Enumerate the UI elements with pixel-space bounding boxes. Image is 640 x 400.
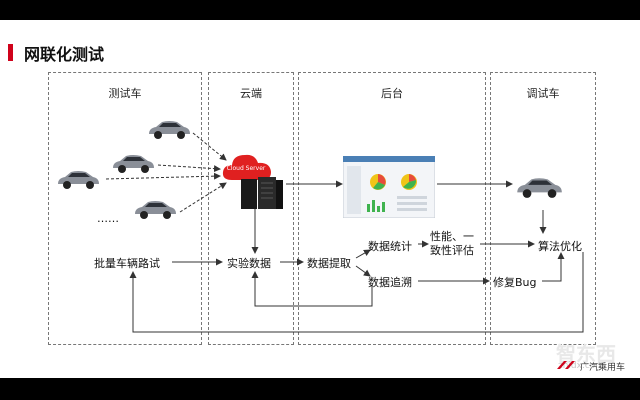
arrow-algorithm-batch-loop [129,252,584,333]
dashboard-screenshot [343,156,435,218]
node-performance-eval-line2: 致性评估 [430,244,474,257]
server-icon [241,177,283,209]
panel-title-tuning-car: 调试车 [526,87,560,100]
panel-title-cloud: 云端 [240,87,262,100]
tuning-car-icon [517,178,562,198]
watermark-url: zhidx.com [558,361,605,371]
brand-logo-icon [557,361,575,369]
panel-backend: 后台 [298,72,486,345]
panel-cloud: 云端 [208,72,294,345]
car-icon-3 [58,171,99,189]
panel-title-backend: 后台 [381,87,403,100]
panel-test-car: 测试车 [48,72,202,345]
dashed-arrow-car2-cloud [157,164,221,173]
panel-title-test-car: 测试车 [108,87,142,100]
arrow-extraction-tracing [355,265,371,277]
dashed-arrow-car3-cloud [105,172,221,180]
node-algorithm-optimization: 算法优化 [538,240,582,253]
node-data-extraction: 数据提取 [307,257,351,270]
arrow-extraction-statistics [355,249,371,259]
title-accent-bar [8,44,13,61]
more-cars-ellipsis: …… [97,212,119,225]
car-icon-2 [113,155,154,173]
dashed-arrow-car1-cloud [192,132,227,161]
dashed-arrow-car4-cloud [179,182,227,213]
node-data-statistics: 数据统计 [368,240,412,253]
car-icon-4 [135,201,176,219]
cloud-icon [222,154,271,180]
connector-lines [105,132,584,333]
car-icon-1 [149,121,190,139]
panel-tuning-car: 调试车 [490,72,596,345]
node-data-tracing: 数据追溯 [368,276,412,289]
page-title: 网联化测试 [24,45,105,64]
arrow-tracing-experiment [251,271,373,307]
node-batch-road-test: 批量车辆路试 [94,257,160,270]
arrow-fixbug-algorithm [542,252,565,282]
brand-name: 广汽乘用车 [580,363,626,373]
slide: 网联化测试 测试车 云端 后台 调试车 [0,20,640,378]
node-fix-bug: 修复Bug [493,276,537,289]
cloud-label: Cloud Server [226,165,266,172]
node-experiment-data: 实验数据 [227,257,271,270]
node-performance-eval-line1: 性能、一 [430,230,474,243]
